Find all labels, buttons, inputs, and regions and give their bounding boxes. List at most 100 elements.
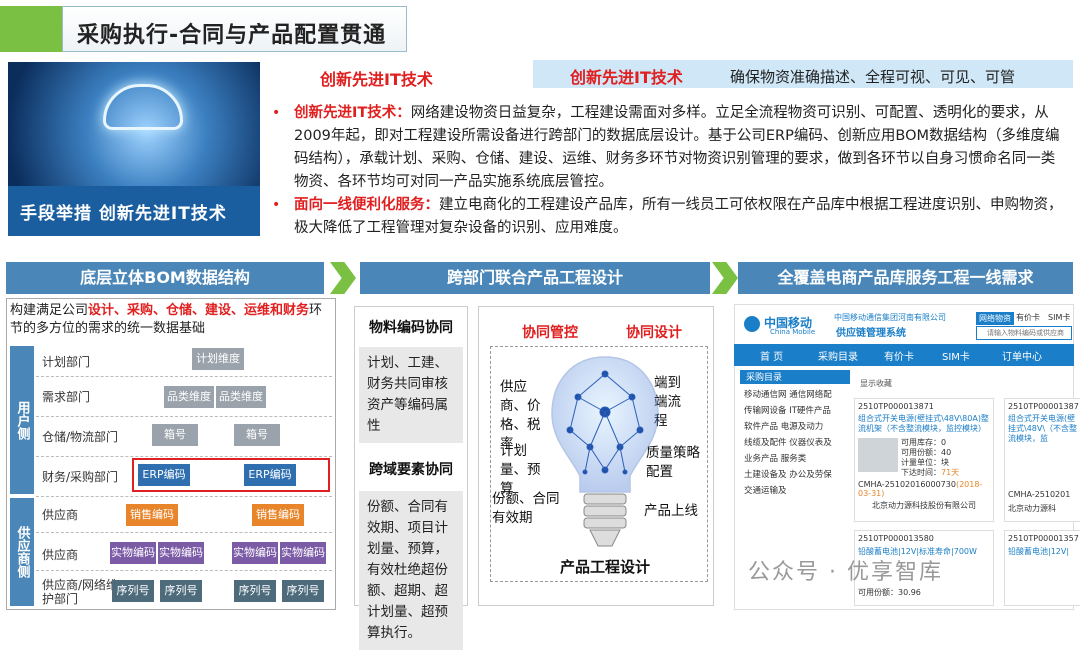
favorites-label[interactable]: 显示收藏 <box>860 379 892 388</box>
erp-code-node: ERP编码 <box>138 464 190 486</box>
nav-catalog[interactable]: 采购目录 <box>818 352 858 363</box>
avail-text: 可用份额：40 <box>901 448 952 457</box>
e2e-flow-label: 端到端流程 <box>654 375 681 429</box>
bullet-key: 创新先进IT技术： <box>294 105 411 121</box>
menu-item[interactable]: 业务产品 服务类 <box>744 454 807 464</box>
it-heading-right: 创新先进IT技术 <box>570 68 683 87</box>
plan-budget-label: 计划量、预算 <box>500 443 541 497</box>
menu-item[interactable]: 交通运输及 <box>744 486 787 496</box>
supplier-side-label: 供应商侧 <box>10 498 34 606</box>
orders-value: 71天 <box>941 468 960 477</box>
catalog-menu-head: 采购目录 <box>740 370 850 384</box>
box-node: 箱号 <box>152 424 198 446</box>
bom-intro: 构建满足公司设计、采购、仓储、建设、运维和财务环节的多方位的需求的统一数据基础 <box>10 302 332 338</box>
product-card[interactable]: 2510TP000013580 铅酸蓄电池|12V|标准寿命|700W 可用份额… <box>854 530 994 606</box>
category-node: 品类维度 <box>164 386 214 408</box>
bullet-text: 网络建设物资日益复杂，工程建设需面对多样。立足全流程物资可识别、可配置、透明化的… <box>294 105 1060 190</box>
product-code: 2510TP00001357 <box>1008 534 1079 543</box>
vendor-name: 北京动力源科技股份有限公司 <box>872 501 976 510</box>
level-label: 供应商 <box>42 548 79 562</box>
level-label: 计划部门 <box>42 355 91 369</box>
material-code-heading: 物料编码协同 <box>369 320 453 336</box>
tab-network-materials[interactable]: 网络物资 <box>976 312 1014 325</box>
vendor-code: CMHA-25102016000730 <box>858 480 956 489</box>
cross-domain-text: 份额、合同有效期、项目计划量、预算，有效杜绝超份额、超期、超计划量、超预算执行。 <box>359 491 463 650</box>
serial-node: 序列号 <box>160 580 202 602</box>
bullet-item: 面向一线便利化服务：建立电商化的工程建设产品库，所有一线员工可依权限在产品库中根… <box>268 194 1068 240</box>
logo-text: 中国移动 <box>764 316 813 330</box>
vendor-date: (2018-03-31) <box>858 480 983 498</box>
quality-policy-label: 质量策略配置 <box>646 445 700 480</box>
serial-node: 序列号 <box>282 580 324 602</box>
divider <box>36 376 332 377</box>
collab-design-label: 协同设计 <box>626 325 682 341</box>
nav-orders[interactable]: 订单中心 <box>1002 352 1042 363</box>
cloud-icon <box>103 84 183 130</box>
level-label: 财务/采购部门 <box>42 470 119 484</box>
section-header-design: 跨部门联合产品工程设计 <box>360 262 710 294</box>
section-header-ecommerce: 全覆盖电商产品库服务工程一线需求 <box>738 262 1073 294</box>
supplier-price-label: 供应商、价格、税率 <box>500 379 541 452</box>
user-side-label: 用户侧 <box>10 346 34 494</box>
it-description: 确保物资准确描述、全程可视、可见、可管 <box>730 68 1016 86</box>
cross-domain-heading: 跨域要素协同 <box>369 462 453 478</box>
product-online-label: 产品上线 <box>644 503 698 519</box>
search-input[interactable] <box>976 326 1072 340</box>
product-name: 铅酸蓄电池|12V|标准寿命|700W <box>858 547 977 556</box>
it-heading-left: 创新先进IT技术 <box>320 70 433 89</box>
sales-code-node: 销售编码 <box>126 504 178 526</box>
divider <box>36 570 332 571</box>
box-node: 箱号 <box>234 424 280 446</box>
product-code: 2510TP000013871 <box>858 402 934 411</box>
system-name: 供应链管理系统 <box>836 328 906 339</box>
menu-item[interactable]: 传输网设备 IT硬件产品 <box>744 406 831 416</box>
product-name: 组合式开关电源(壁挂式\48V\80A)整流机架（不含整流模块，监控模块） <box>858 414 989 433</box>
level-label: 供应商/网络维护部门 <box>42 578 119 606</box>
chevron-right-icon <box>712 262 738 294</box>
level-label: 供应商 <box>42 508 79 522</box>
section-header-bom: 底层立体BOM数据结构 <box>6 262 324 294</box>
title-accent <box>0 6 62 52</box>
product-name: 铅酸蓄电池|12V| <box>1008 547 1070 556</box>
physical-code-node: 实物编码 <box>110 542 156 564</box>
collab-control-label: 协同管控 <box>522 325 578 341</box>
product-card[interactable]: 2510TP00001387 组合式开关电源(壁挂式\48V\（不含整流模块，监… <box>1004 398 1080 522</box>
divider <box>36 456 332 457</box>
product-card[interactable]: 2510TP00001357 铅酸蓄电池|12V| <box>1004 530 1080 606</box>
chevron-right-icon <box>330 262 356 294</box>
stock-text: 可用库存：0 <box>901 438 947 447</box>
tab-value-card[interactable]: 有价卡 <box>1016 313 1040 322</box>
share-contract-label: 份额、合同有效期 <box>492 491 560 526</box>
sales-code-node: 销售编码 <box>252 504 304 526</box>
menu-item[interactable]: 土建设备及 办公及劳保 <box>744 470 832 480</box>
unit-text: 计量单位：块 <box>901 458 949 467</box>
collab-right-panel <box>478 306 714 606</box>
page-title: 采购执行-合同与产品配置贯通 <box>62 6 407 52</box>
design-frame <box>490 346 708 582</box>
bullet-text: 建立电商化的工程建设产品库，所有一线员工可依权限在产品库中根据工程进度识别、申购… <box>294 197 1063 236</box>
menu-item[interactable]: 线缆及配件 仪器仪表及 <box>744 438 832 448</box>
nav-home[interactable]: 首 页 <box>760 352 784 363</box>
product-card[interactable]: 2510TP000013871 组合式开关电源(壁挂式\48V\80A)整流机架… <box>854 398 994 522</box>
product-name: 组合式开关电源(壁挂式\48V\（不含整流模块，监 <box>1008 414 1078 443</box>
divider <box>36 532 332 533</box>
hero-image: 手段举措 创新先进IT技术 <box>8 62 260 236</box>
nav-value-card[interactable]: 有价卡 <box>884 352 914 363</box>
lightbulb-icon <box>551 356 659 547</box>
intro-text: 环节的多方位的需求的统一数据基础 <box>10 303 323 336</box>
vendor-code: CMHA-2510201 <box>1008 490 1071 499</box>
plan-node: 计划维度 <box>192 348 244 370</box>
company-name: 中国移动通信集团河南有限公司 <box>834 313 946 322</box>
orders-label: 下达时间： <box>901 468 941 477</box>
tab-sim-card[interactable]: SIM卡 <box>1048 313 1071 322</box>
menu-item[interactable]: 移动通信网 通信网络配 <box>744 390 832 400</box>
menu-item[interactable]: 软件产品 电源及动力 <box>744 422 824 432</box>
intro-highlight: 设计、采购、仓储、建设、运维和财务 <box>88 303 310 318</box>
vendor-name: 北京动力源科 <box>1008 504 1056 513</box>
it-heading-bar <box>533 60 1073 88</box>
erp-code-node: ERP编码 <box>244 464 296 486</box>
nav-sim[interactable]: SIM卡 <box>942 352 970 363</box>
avail-text: 可用份额：30.96 <box>858 588 921 597</box>
logo-en: China Mobile <box>770 328 816 336</box>
bullet-key: 面向一线便利化服务： <box>294 197 439 213</box>
